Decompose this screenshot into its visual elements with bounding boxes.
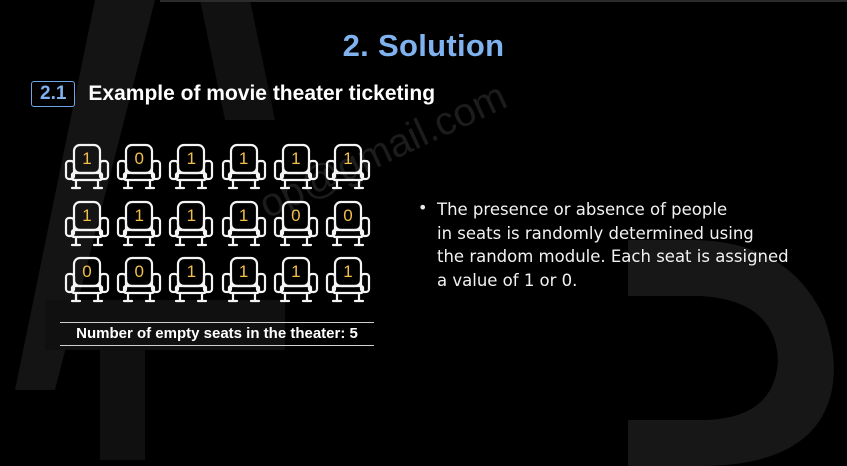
seat-value: 1: [343, 149, 353, 168]
section-number-badge: 2.1: [31, 81, 76, 107]
theater-seat-icon: [325, 256, 371, 303]
seat-value: 1: [82, 205, 92, 225]
description-line: a value of 1 or 0.: [437, 270, 578, 290]
seat-value: 0: [134, 149, 144, 168]
description-line: The presence or absence of people: [437, 200, 728, 219]
theater-seat-icon: [117, 256, 162, 303]
seat-value: 1: [238, 262, 249, 281]
theater-seat-icon: [325, 143, 371, 190]
theater-seat-icon: [169, 200, 214, 246]
theater-seat: 1: [64, 200, 110, 252]
seat-value: 1: [82, 149, 92, 168]
seat-value: 0: [134, 262, 144, 281]
theater-seat: 0: [273, 200, 319, 252]
theater-seat: 1: [168, 256, 214, 308]
theater-seat: 0: [116, 256, 162, 308]
theater-seat-icon: [221, 200, 266, 246]
seat-value: 1: [291, 149, 301, 168]
seat-value: 1: [238, 205, 249, 225]
seat-value: 0: [82, 262, 92, 281]
theater-seat: 1: [273, 143, 319, 195]
slide-title: 2. Solution: [342, 28, 505, 63]
seat-value: 0: [291, 205, 301, 225]
theater-seat-icon: [221, 256, 266, 303]
section-header: 2.1 Example of movie theater ticketing: [31, 81, 435, 107]
theater-seat-icon: [221, 143, 266, 190]
seat-value: 1: [291, 262, 301, 281]
theater-seat: 1: [168, 200, 214, 252]
theater-seat-icon: [273, 143, 318, 190]
theater-seat-grid: 1 0 1 1 1 1 1 1 1 1 0 0 0 0 1 1 1 1: [64, 143, 374, 311]
theater-seat-icon: [169, 143, 214, 190]
seat-value: 1: [186, 149, 197, 168]
theater-seat: 0: [116, 143, 162, 195]
theater-seat: 1: [221, 256, 267, 308]
description-line: the random module. Each seat is assigned: [437, 247, 789, 266]
theater-seat: 1: [325, 143, 371, 195]
theater-seat: 1: [168, 143, 214, 195]
theater-seat: 1: [221, 143, 267, 195]
theater-seat: 1: [273, 256, 319, 308]
description-bullet: • The presence or absence of people in s…: [418, 198, 818, 292]
theater-seat: 1: [325, 256, 371, 308]
theater-seat-icon: [169, 256, 214, 303]
seat-value: 1: [238, 149, 249, 168]
seat-value: 1: [186, 262, 197, 281]
seat-value: 1: [343, 262, 353, 281]
bullet-dot: •: [418, 198, 428, 217]
seat-value: 0: [343, 205, 353, 225]
empty-seats-caption: Number of empty seats in the theater: 5: [60, 322, 374, 346]
theater-seat-icon: [64, 143, 110, 190]
theater-seat: 1: [221, 200, 267, 252]
theater-seat-icon: [273, 256, 318, 303]
theater-seat: 0: [64, 256, 110, 308]
theater-seat: 1: [116, 200, 162, 252]
seat-value: 1: [134, 205, 144, 225]
theater-seat: 1: [64, 143, 110, 195]
theater-seat: 0: [325, 200, 371, 252]
theater-seat-icon: [117, 200, 162, 246]
description-line: in seats is randomly determined using: [437, 223, 754, 243]
theater-seat-icon: [64, 200, 110, 246]
theater-seat-icon: [117, 143, 162, 190]
theater-seat-icon: [64, 256, 110, 303]
section-heading: Example of movie theater ticketing: [88, 82, 436, 105]
theater-seat-icon: [325, 200, 371, 246]
seat-value: 1: [186, 205, 197, 225]
top-frame-line: [160, 0, 847, 2]
theater-seat-icon: [273, 200, 318, 246]
